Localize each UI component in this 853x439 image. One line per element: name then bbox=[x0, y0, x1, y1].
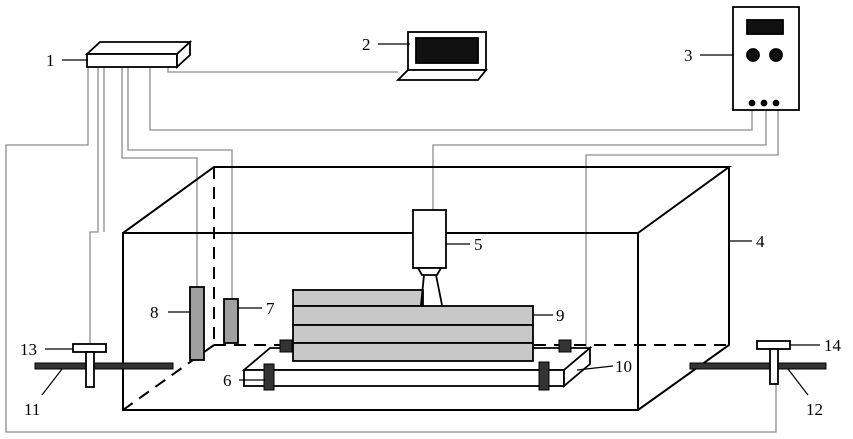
label-5: 5 bbox=[474, 235, 483, 254]
wire-hub-sensor13 bbox=[90, 67, 98, 350]
ground-rod-right bbox=[690, 363, 826, 369]
sample-stack bbox=[293, 290, 533, 361]
controller-display bbox=[747, 20, 783, 34]
label-7: 7 bbox=[266, 299, 275, 318]
controller-port-3 bbox=[774, 101, 779, 106]
label-14: 14 bbox=[824, 336, 842, 355]
laptop-screen bbox=[416, 38, 478, 63]
hub-box bbox=[87, 42, 190, 67]
label-10: 10 bbox=[615, 357, 632, 376]
label-8: 8 bbox=[150, 303, 159, 322]
label-3: 3 bbox=[684, 46, 693, 65]
ground-rod-left bbox=[35, 363, 173, 369]
heater-plate-front bbox=[244, 370, 564, 386]
laptop bbox=[398, 32, 486, 80]
sensor-8 bbox=[190, 287, 204, 360]
laptop-base bbox=[398, 70, 486, 80]
sensor-7 bbox=[224, 299, 238, 343]
controller-knob-left bbox=[747, 49, 759, 61]
wire-controller-lamp bbox=[433, 110, 766, 210]
label-12: 12 bbox=[806, 400, 823, 419]
label-9: 9 bbox=[556, 306, 565, 325]
controller-port-2 bbox=[762, 101, 767, 106]
chamber-right-edges bbox=[638, 167, 729, 410]
wire-hub-sensor8 bbox=[122, 67, 197, 290]
controller-port-1 bbox=[750, 101, 755, 106]
wire-hub-sensor7 bbox=[128, 67, 232, 300]
wire-hub-laptop bbox=[168, 66, 398, 72]
label-1: 1 bbox=[46, 51, 55, 70]
lamp-beam bbox=[421, 275, 442, 305]
wire-controller-heater bbox=[586, 110, 778, 348]
controller-knob-right bbox=[770, 49, 782, 61]
label-2: 2 bbox=[362, 35, 371, 54]
controller bbox=[733, 7, 799, 110]
label-4: 4 bbox=[756, 232, 765, 251]
lamp-body bbox=[413, 210, 446, 268]
label-6: 6 bbox=[223, 371, 232, 390]
label-11: 11 bbox=[24, 400, 40, 419]
lamp-head bbox=[418, 268, 441, 275]
label-13: 13 bbox=[20, 340, 37, 359]
